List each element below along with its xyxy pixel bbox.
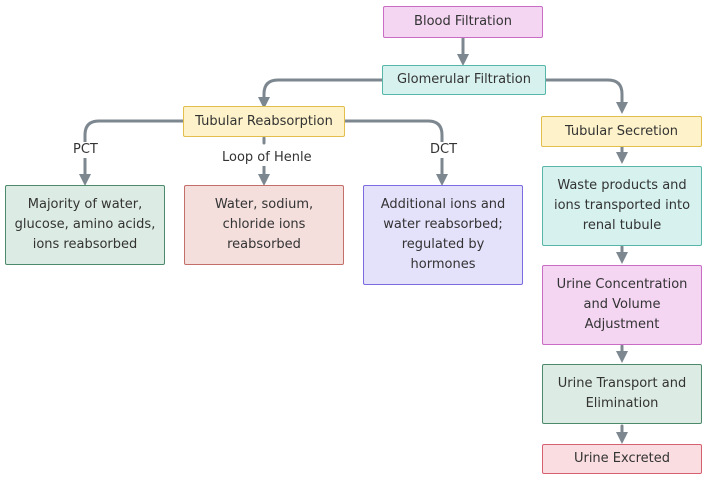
node-loop-reabsorption: Water, sodium, chloride ions reabsorbed	[184, 185, 344, 265]
edge-label-dct: DCT	[428, 142, 460, 158]
node-urine-transport: Urine Transport and Elimination	[542, 364, 702, 424]
edge-label-pct: PCT	[71, 142, 100, 158]
node-glomerular-filtration: Glomerular Filtration	[382, 65, 546, 95]
node-urine-excreted: Urine Excreted	[542, 444, 702, 474]
arrow-glomerular-to-secretion	[544, 78, 628, 114]
node-pct-reabsorption: Majority of water, glucose, amino acids,…	[5, 185, 165, 265]
node-waste-transport: Waste products and ions transported into…	[542, 166, 702, 246]
arrow-glomerular-to-reabsorption	[258, 78, 384, 109]
node-tubular-reabsorption: Tubular Reabsorption	[183, 106, 345, 137]
edge-label-loop-of-henle: Loop of Henle	[220, 150, 314, 166]
arrow-reabsorption-to-pct	[79, 119, 185, 186]
node-blood-filtration: Blood Filtration	[383, 6, 543, 38]
node-urine-concentration: Urine Concentration and Volume Adjustmen…	[542, 265, 702, 345]
arrow-reabsorption-to-dct	[343, 119, 448, 186]
node-dct-reabsorption: Additional ions and water reabsorbed; re…	[363, 185, 523, 285]
node-tubular-secretion: Tubular Secretion	[541, 116, 702, 147]
